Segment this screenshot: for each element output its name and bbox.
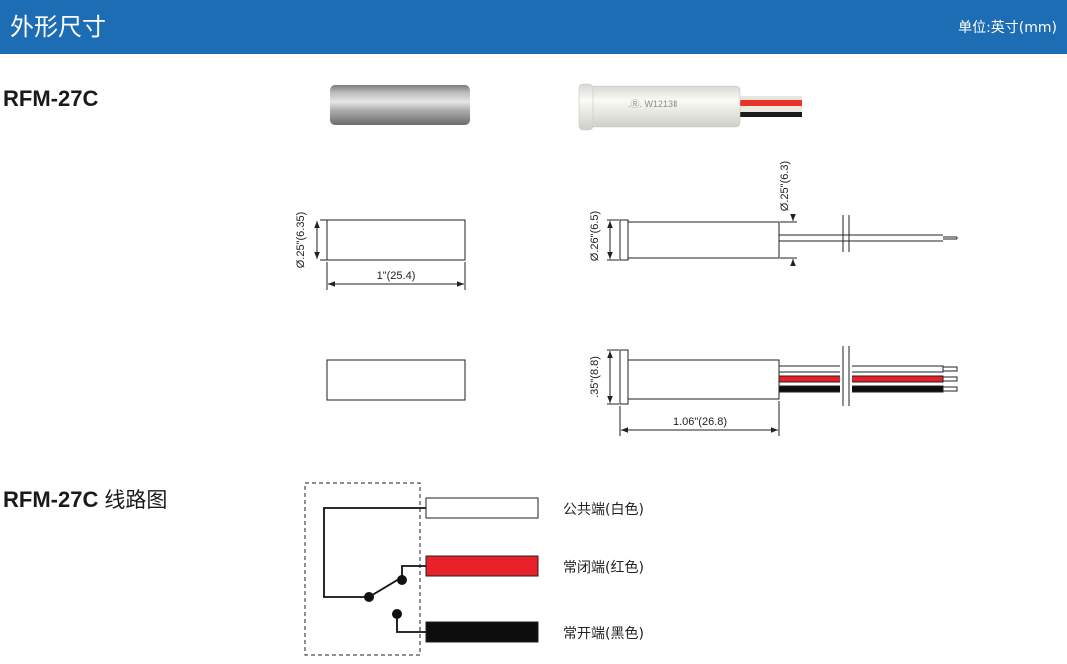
wire-common xyxy=(425,497,539,519)
magnet-diameter-label: Ø.25"(6.35) xyxy=(295,212,307,269)
magnet-side-drawing xyxy=(326,359,466,401)
switch-top-drawing xyxy=(607,214,958,266)
page-title: 外形尺寸 xyxy=(10,13,106,41)
legend-no: 常开端(黑色) xyxy=(563,625,644,642)
magnet-length-label: 1"(25.4) xyxy=(377,270,416,282)
wiring-model-name: RFM-27C xyxy=(3,487,99,512)
model-heading: RFM-27C xyxy=(3,86,98,112)
product-marking: .Ⓡ. W1213Ⅱ xyxy=(628,99,677,109)
unit-label: 单位:英寸(mm) xyxy=(958,20,1057,36)
magnet-drawing xyxy=(314,219,466,290)
legend-nc: 常闭端(红色) xyxy=(563,559,644,576)
switch-wires xyxy=(778,346,958,406)
switch-height-label: .35"(8.8) xyxy=(589,356,601,398)
wiring-title: 线路图 xyxy=(104,488,168,512)
wire-nc xyxy=(425,555,539,577)
header-bar: 外形尺寸 单位:英寸(mm) xyxy=(0,0,1067,54)
switch-body-diameter-label: Ø.25"(6.3) xyxy=(779,161,791,211)
switch-length-label: 1.06"(26.8) xyxy=(673,416,727,428)
legend-common: 公共端(白色) xyxy=(563,501,644,518)
model-name: RFM-27C xyxy=(3,86,99,111)
switch-flange-diameter-label: Ø.26"(6.5) xyxy=(589,211,601,261)
wiring-diagram xyxy=(304,482,539,656)
magnet-photo xyxy=(330,85,470,125)
wire-no xyxy=(425,621,539,643)
reed-switch-photo: .Ⓡ. W1213Ⅱ xyxy=(578,83,802,131)
